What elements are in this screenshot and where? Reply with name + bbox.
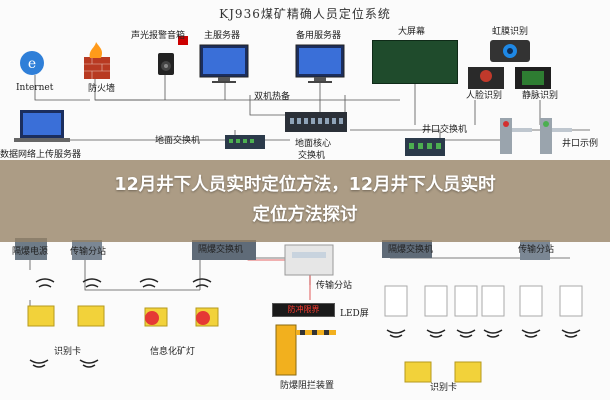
label-wellhead-switch: 井口交换机	[422, 125, 468, 135]
firewall-icon	[84, 42, 110, 79]
main-server-icon	[199, 44, 249, 83]
wellhead-gate-icon	[500, 118, 572, 154]
id-card-icons	[27, 305, 482, 383]
label-barrier: 防爆阻拦装置	[280, 381, 335, 391]
label-firewall: 防火墙	[88, 84, 116, 94]
banner-heading: 12月井下人员实时定位方法，12月井下人员实时 定位方法探讨	[0, 170, 610, 230]
surface-switch-icon	[225, 135, 265, 149]
flameproof-switch-right-icon	[382, 240, 432, 258]
label-vein: 静脉识别	[522, 91, 559, 101]
label-transfer-station-right: 传输分站	[518, 245, 555, 255]
internet-icon: e	[20, 51, 44, 75]
iris-scanner-icon	[490, 40, 530, 62]
label-surface-switch: 地面交换机	[155, 136, 201, 146]
core-switch-icon	[285, 112, 347, 132]
diagram-title: KJ936煤矿精确人员定位系统	[219, 7, 391, 21]
flameproof-power-icon	[15, 238, 47, 260]
led-display: 防冲限界	[272, 303, 335, 317]
upload-server-icon	[14, 110, 70, 142]
label-id-card-right: 识别卡	[430, 383, 458, 393]
big-screen-board	[372, 40, 458, 84]
label-core-switch: 交换机	[298, 151, 326, 161]
vein-scanner-icon	[515, 67, 551, 89]
title-banner	[0, 160, 610, 242]
transfer-station-icon	[72, 240, 102, 260]
label-main-server: 主服务器	[204, 31, 241, 41]
barrier-gate-icon	[275, 324, 336, 376]
label-iris: 虹膜识别	[492, 27, 529, 37]
label-flameproof-switch: 隔爆交换机	[198, 245, 244, 255]
label-dual-hot: 双机热备	[254, 92, 291, 102]
label-wellhead-demo: 井口示例	[562, 139, 599, 149]
wellhead-switch-icon	[405, 138, 445, 156]
banner-line-1: 12月井下人员实时定位方法，12月井下人员实时	[114, 175, 496, 195]
face-scanner-icon	[468, 67, 504, 89]
cap-lamp-icons	[144, 307, 219, 327]
label-face: 人脸识别	[466, 91, 503, 101]
wireless-signal-icons	[29, 278, 581, 368]
alarm-speaker-icon	[158, 36, 188, 75]
banner-line-2: 定位方法探讨	[252, 205, 358, 225]
label-flameproof-switch-right: 隔爆交换机	[388, 245, 434, 255]
transfer-station-right-icon	[520, 240, 550, 260]
transfer-station-center-icon	[284, 244, 334, 276]
label-internet: Internet	[16, 83, 54, 93]
backup-server-icon	[295, 44, 345, 83]
label-transfer-station: 传输分站	[70, 247, 107, 257]
label-transfer-station-center: 传输分站	[316, 281, 353, 291]
svg-text:e: e	[28, 56, 36, 72]
card-reader-row-left	[384, 285, 583, 317]
label-backup-server: 备用服务器	[296, 31, 342, 41]
label-upload-server: 数据网络上传服务器	[0, 150, 82, 160]
label-cap-lamp: 信息化矿灯	[150, 347, 196, 357]
label-flameproof-power: 隔爆电源	[12, 247, 49, 257]
label-alarm-box: 声光报警音箱	[131, 31, 186, 41]
label-surface-core: 地面核心	[295, 139, 332, 149]
label-big-screen: 大屏幕	[398, 27, 426, 37]
label-led-screen: LED屏	[340, 309, 369, 319]
flameproof-switch-icon	[192, 240, 256, 260]
label-id-card: 识别卡	[54, 347, 82, 357]
